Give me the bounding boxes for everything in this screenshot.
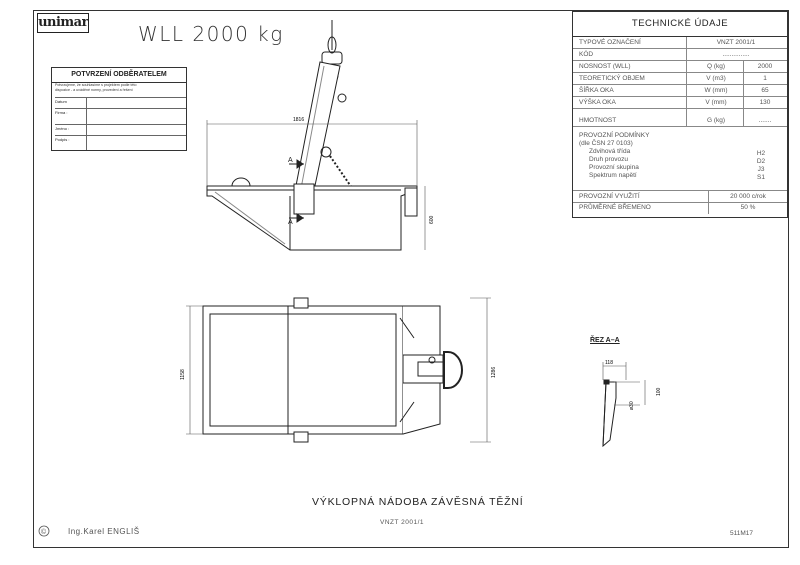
drawing-number: 511M17: [730, 530, 754, 537]
condition-value: D2: [756, 158, 766, 165]
drawing-caption: VÝKLOPNÁ NÁDOBA ZÁVĚSNÁ TĚŽNÍ: [312, 496, 524, 508]
load-label: PRŮMĚRNÉ BŘEMENO: [579, 204, 651, 211]
tech-row-unit: G (kg): [706, 117, 726, 124]
tech-row-value: 1: [763, 75, 767, 82]
confirmation-column-divider: [86, 97, 87, 150]
confirmation-text-line: dispozice - a uváděné normy, provedení a…: [55, 88, 133, 92]
condition-value: J3: [757, 166, 765, 173]
tech-row-label: TEORETICKÝ OBJEM: [579, 75, 645, 82]
tech-row-value: 65: [761, 87, 769, 94]
tech-row: TEORETICKÝ OBJEM V (m3) 1: [573, 73, 787, 85]
tech-row-value: 130: [759, 99, 771, 106]
tech-row-unit: V (m3): [706, 75, 726, 82]
tech-row: KÓD ...............: [573, 49, 787, 61]
wll-title: WLL 2000 kg: [138, 22, 284, 46]
section-marker-bottom: A: [288, 219, 293, 226]
dim-plan-width: 1158: [180, 369, 186, 380]
dim-top-width: 1816: [293, 117, 304, 123]
dim-section-c: ø30: [629, 401, 635, 410]
tech-row-label: HMOTNOST: [579, 117, 617, 124]
confirmation-row-signature: Podpis :: [55, 135, 186, 144]
dim-plan-total: 1286: [491, 367, 497, 378]
tech-row: NOSNOST (WLL) Q (kg) 2000: [573, 61, 787, 73]
copyright-circle: [38, 525, 50, 537]
section-markers: [289, 159, 304, 223]
customer-confirmation-box: POTVRZENÍ ODBĚRATELEM Potvrzujeme, že so…: [51, 67, 187, 151]
drawing-type-code: VNZT 2001/1: [380, 519, 425, 526]
tech-row-unit: W (mm): [704, 87, 728, 94]
condition-item: Spektrum napětí: [589, 172, 637, 179]
unimar-logo: unimar: [37, 13, 89, 33]
usage-label: PROVOZNÍ VYUŽITÍ: [579, 193, 640, 200]
bucket-side-view: [206, 177, 418, 251]
conditions-title: PROVOZNÍ PODMÍNKY: [579, 132, 650, 139]
tech-row-value: ...............: [722, 51, 750, 58]
tech-column-divider: [743, 61, 744, 126]
lifting-arm: [293, 61, 369, 213]
tech-row-label: TYPOVÉ OZNAČENÍ: [579, 39, 641, 46]
technical-data-table: TECHNICKÉ ÚDAJE TYPOVÉ OZNAČENÍ VNZT 200…: [572, 11, 788, 218]
condition-item: Zdvihová třída: [589, 148, 631, 155]
operating-condition-values: H2 D2 J3 S1: [751, 150, 771, 182]
tech-row-value: 2000: [757, 63, 773, 70]
confirmation-row-date: Datum: [55, 97, 186, 106]
confirmation-row-name: Jméno :: [55, 124, 186, 133]
dim-section-b: 100: [656, 387, 662, 396]
technical-data-header: TECHNICKÉ ÚDAJE: [573, 12, 787, 37]
tech-column-divider: [686, 61, 687, 126]
tech-row: TYPOVÉ OZNAČENÍ VNZT 2001/1: [573, 37, 787, 49]
tech-row-value: VNZT 2001/1: [716, 39, 756, 46]
drawing-frame: [33, 10, 789, 548]
usage-row: PROVOZNÍ VYUŽITÍ 20 000 c/rok: [573, 190, 787, 203]
load-row: PRŮMĚRNÉ BŘEMENO 50 %: [573, 202, 787, 213]
confirmation-row-company: Firma :: [55, 108, 186, 117]
tech-row-label: NOSNOST (WLL): [579, 63, 631, 70]
tech-row-unit: V (mm): [705, 99, 727, 106]
confirmation-text: Potvrzujeme, že souhlasíme s projektem p…: [55, 83, 184, 93]
tech-column-divider: [686, 37, 687, 61]
condition-value: S1: [757, 174, 765, 181]
tech-column-divider: [708, 190, 709, 214]
tech-row: HMOTNOST G (kg) .......: [573, 115, 787, 127]
confirmation-title: POTVRZENÍ ODBĚRATELEM: [52, 68, 186, 83]
dimension-plan-width: [186, 297, 491, 443]
dimension-top-width: [206, 120, 426, 250]
usage-value: 20 000 c/rok: [730, 193, 766, 200]
dim-height: 600: [429, 215, 435, 224]
tech-row-label: VÝŠKA OKA: [579, 99, 616, 106]
dim-section-a: 118: [605, 360, 613, 366]
tech-row-label: ŠÍŘKA OKA: [579, 87, 614, 94]
condition-item: Provozní skupina: [589, 164, 639, 171]
section-marker-top: A: [288, 157, 293, 164]
author-name: Ing.Karel ENGLIŠ: [68, 527, 140, 536]
condition-value: H2: [756, 150, 766, 157]
tech-row: VÝŠKA OKA V (mm) 130: [573, 97, 787, 109]
tech-row-unit: Q (kg): [706, 63, 726, 70]
tech-row-value: .......: [758, 117, 772, 124]
operating-conditions: PROVOZNÍ PODMÍNKY (dle ČSN 27 0103) Zdvi…: [579, 132, 649, 180]
copyright-symbol: ©: [41, 528, 47, 536]
section-a-a-title: ŘEZ A–A: [590, 337, 620, 344]
load-value: 50 %: [740, 204, 756, 211]
tech-row: ŠÍŘKA OKA W (mm) 65: [573, 85, 787, 97]
condition-item: Druh provozu: [589, 156, 629, 163]
confirmation-text-line: Potvrzujeme, že souhlasíme s projektem p…: [55, 83, 137, 87]
bucket-plan-view: [202, 297, 463, 443]
section-a-a-drawing: [602, 362, 646, 448]
tech-row-label: KÓD: [579, 51, 594, 58]
conditions-norm: (dle ČSN 27 0103): [579, 140, 633, 147]
